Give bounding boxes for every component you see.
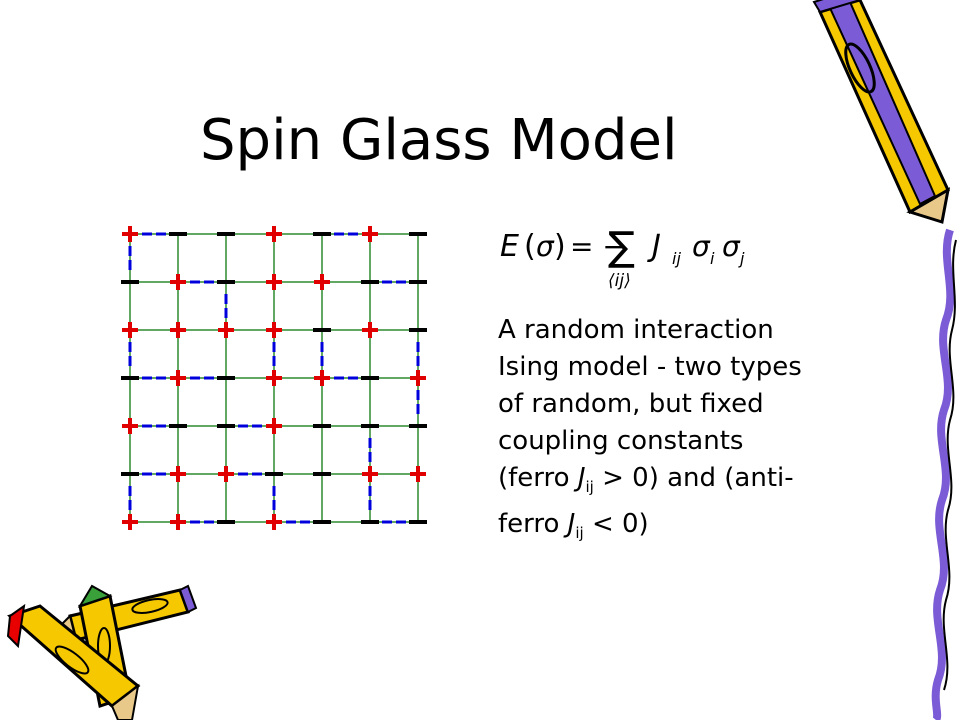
description: A random interaction Ising model - two t… (498, 312, 878, 552)
spin-lattice (121, 226, 427, 530)
formula-sigma-i-sub: i (710, 249, 715, 268)
formula-sigma-i: σ (692, 230, 711, 263)
formula-equals: = − (570, 230, 626, 263)
desc-line-2: Ising model - two types (498, 352, 802, 382)
formula-J-sub: ij (672, 249, 681, 268)
formula-sum: ∑ (608, 224, 635, 270)
formula-J: J (647, 229, 661, 264)
formula-paren-open: ( (524, 229, 536, 264)
desc-line-6: ferro Jij < 0) (498, 509, 649, 542)
formula-index: ⟨ij⟩ (608, 271, 631, 291)
desc-line-1: A random interaction (498, 315, 774, 345)
formula-sigma-j: σ (722, 230, 741, 263)
desc-line-5: (ferro Jij > 0) and (anti- (498, 463, 794, 496)
pencil-top-right-icon (812, 0, 957, 720)
desc-line-4: coupling constants (498, 426, 744, 456)
formula-paren-close: ) (554, 229, 566, 264)
formula-E: E (500, 229, 519, 264)
pencils-bottom-left-icon (6, 584, 198, 720)
formula-sigma-j-sub: j (738, 249, 745, 268)
energy-formula: E ( σ ) = − ∑ ⟨ij⟩ J ij σ i σ j (500, 224, 745, 291)
desc-line-3: of random, but fixed (498, 389, 764, 419)
formula-sigma: σ (536, 230, 555, 263)
page-title: Spin Glass Model (200, 108, 678, 173)
